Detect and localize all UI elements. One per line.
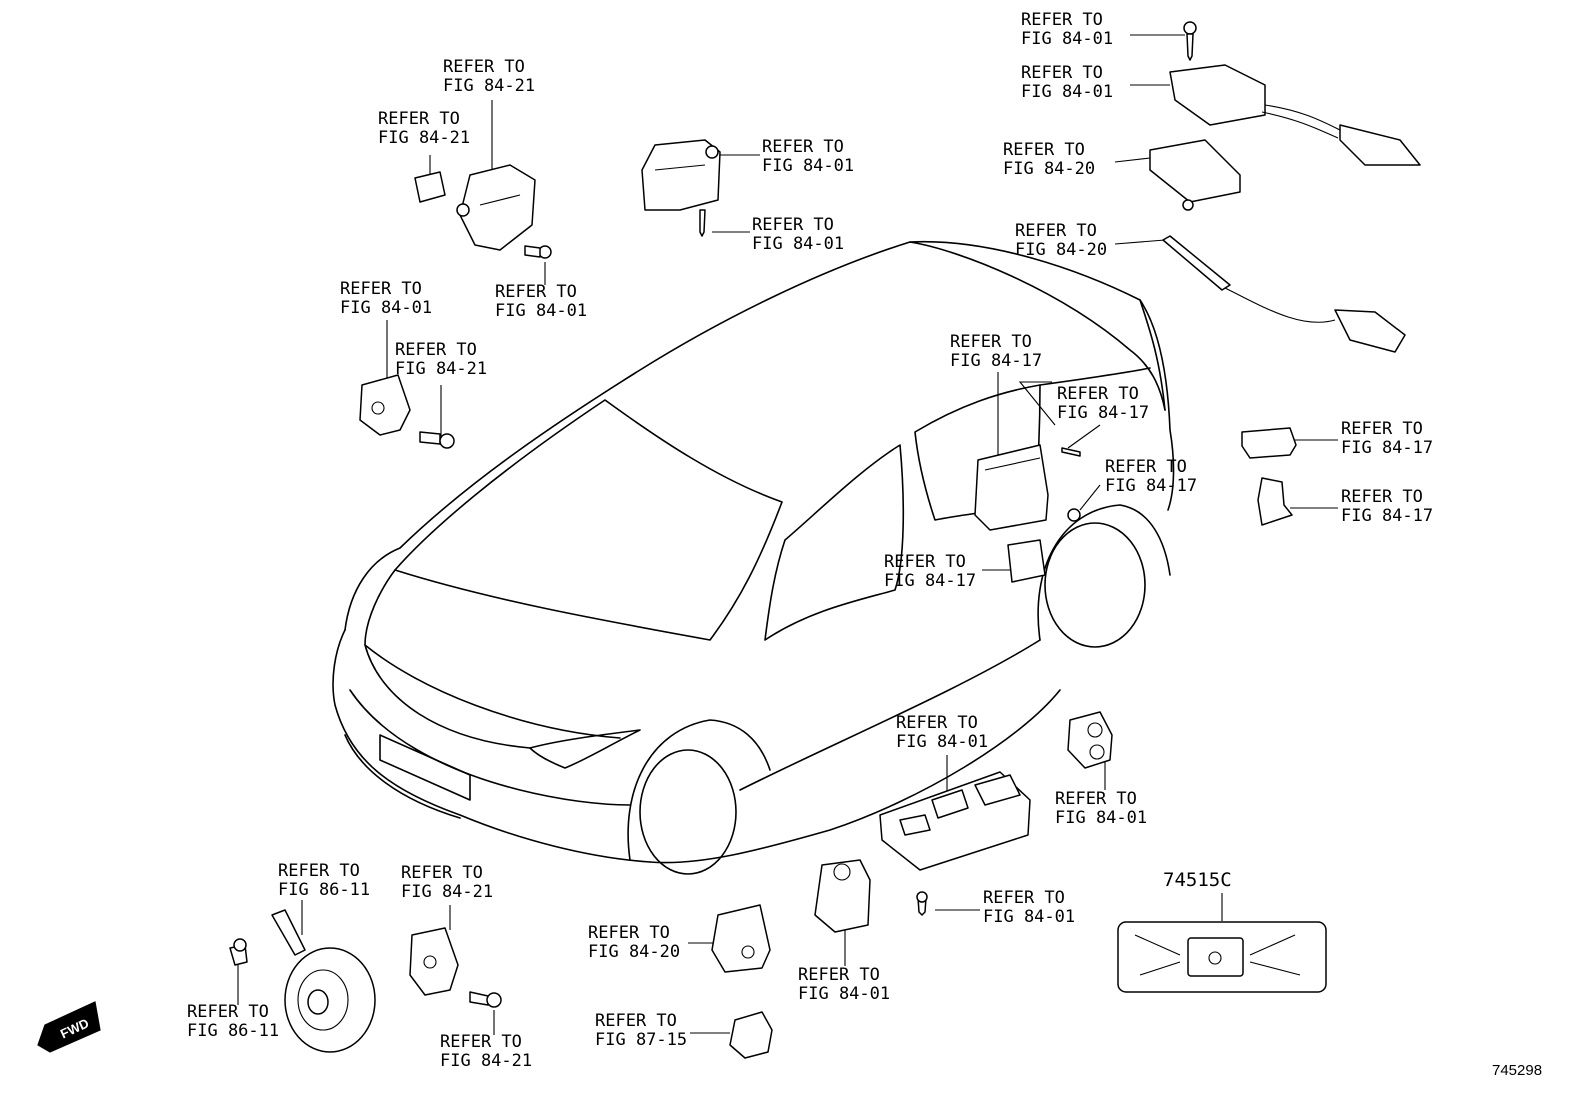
control-module-part xyxy=(414,164,552,259)
seat-switch-part xyxy=(814,859,871,933)
buzzer-part xyxy=(711,904,771,973)
antenna-cable-part xyxy=(1162,235,1406,353)
power-window-switch-part xyxy=(879,771,1031,916)
body-control-unit-part xyxy=(974,444,1081,583)
relay-part xyxy=(641,139,721,237)
antenna-part xyxy=(1149,139,1241,211)
drawing-number: 745298 xyxy=(1492,1062,1542,1079)
sensor-harness-part xyxy=(1169,64,1421,166)
impact-sensor-part xyxy=(359,374,455,449)
socket-part xyxy=(729,1011,773,1059)
screw-part xyxy=(1183,21,1197,61)
mirror-switch-part xyxy=(1067,711,1113,769)
part-code-label: 74515C xyxy=(1163,869,1232,891)
door-sensor-part xyxy=(1241,427,1297,526)
leader-lines xyxy=(237,34,1338,1035)
vehicle-outline xyxy=(332,240,1175,875)
component-drawings xyxy=(229,21,1421,1059)
forward-direction-arrow: FWD xyxy=(37,1001,101,1053)
caution-label-part xyxy=(1117,921,1327,993)
front-sensor-part xyxy=(409,927,502,1008)
horn-part xyxy=(229,909,376,1053)
